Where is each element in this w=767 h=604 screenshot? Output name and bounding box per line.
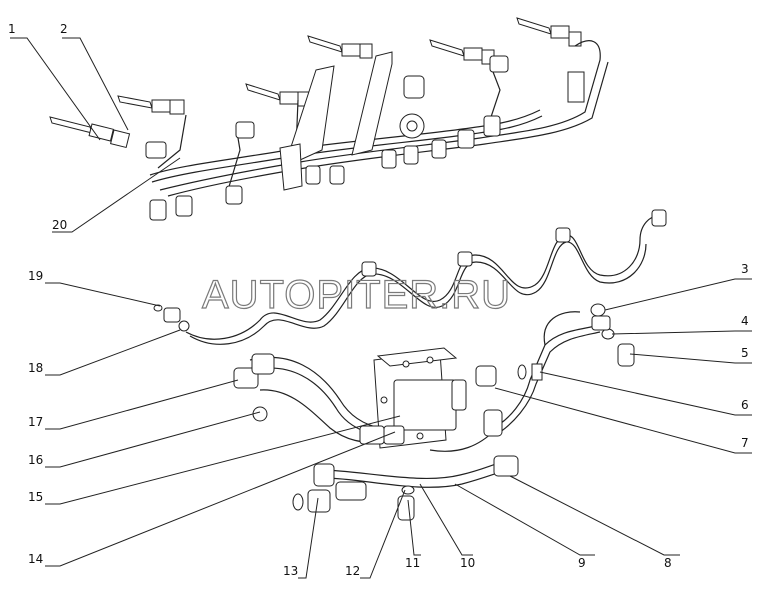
injector-4 bbox=[307, 35, 373, 59]
injector-2 bbox=[117, 95, 185, 115]
watermark-text: AUTOPITER.RU bbox=[202, 273, 511, 317]
rail-brackets bbox=[279, 51, 585, 191]
callout-17: 17 bbox=[28, 415, 43, 429]
callout-9: 9 bbox=[578, 556, 586, 570]
callout-2: 2 bbox=[60, 22, 68, 36]
callout-14: 14 bbox=[28, 552, 43, 566]
injector-6 bbox=[516, 17, 582, 47]
callout-13: 13 bbox=[283, 564, 298, 578]
injector-row bbox=[49, 17, 582, 149]
callout-8: 8 bbox=[664, 556, 672, 570]
distribution-block bbox=[373, 347, 467, 449]
callout-10: 10 bbox=[460, 556, 475, 570]
injector-1 bbox=[49, 116, 131, 149]
rail-fittings bbox=[145, 55, 509, 221]
callout-3: 3 bbox=[741, 262, 749, 276]
callout-6: 6 bbox=[741, 398, 749, 412]
callout-7: 7 bbox=[741, 436, 749, 450]
callout-16: 16 bbox=[28, 453, 43, 467]
leader-lines bbox=[10, 37, 752, 579]
callout-20: 20 bbox=[52, 218, 67, 232]
callout-12: 12 bbox=[345, 564, 360, 578]
injector-3 bbox=[245, 83, 311, 107]
callout-19: 19 bbox=[28, 269, 43, 283]
callout-labels: 1 2 3 4 5 6 7 8 9 10 11 12 13 14 15 16 1… bbox=[8, 22, 749, 578]
banjo-fittings bbox=[153, 303, 635, 521]
callout-1: 1 bbox=[8, 22, 16, 36]
callout-18: 18 bbox=[28, 361, 43, 375]
callout-11: 11 bbox=[405, 556, 420, 570]
callout-15: 15 bbox=[28, 490, 43, 504]
return-line-upper bbox=[185, 209, 667, 345]
callout-5: 5 bbox=[741, 346, 749, 360]
injector-5 bbox=[429, 39, 495, 65]
callout-4: 4 bbox=[741, 314, 749, 328]
